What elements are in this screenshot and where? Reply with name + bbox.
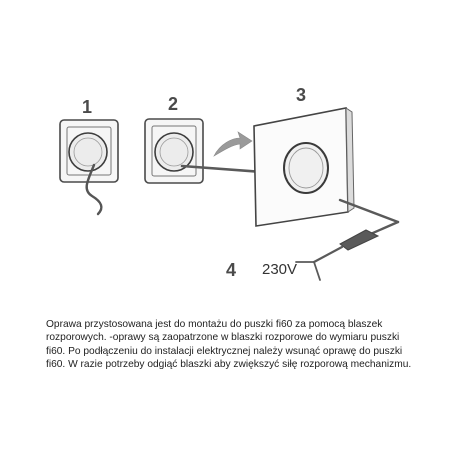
step-2-wall-box [144,118,264,184]
supply-cable [295,198,400,281]
step-1-wall-box [59,119,119,216]
step-3-number: 3 [296,85,306,105]
step-2-number: 2 [168,94,178,114]
step-1-number: 1 [82,97,92,117]
step-3-fixture-plate [253,107,355,227]
voltage-label: 230V [262,261,297,278]
step-4-number: 4 [226,260,236,280]
installation-caption: Oprawa przystosowana jest do montażu do … [46,319,412,370]
insert-arrow-icon [213,131,253,157]
installation-diagram: 1 2 3 4 230V [59,85,400,281]
